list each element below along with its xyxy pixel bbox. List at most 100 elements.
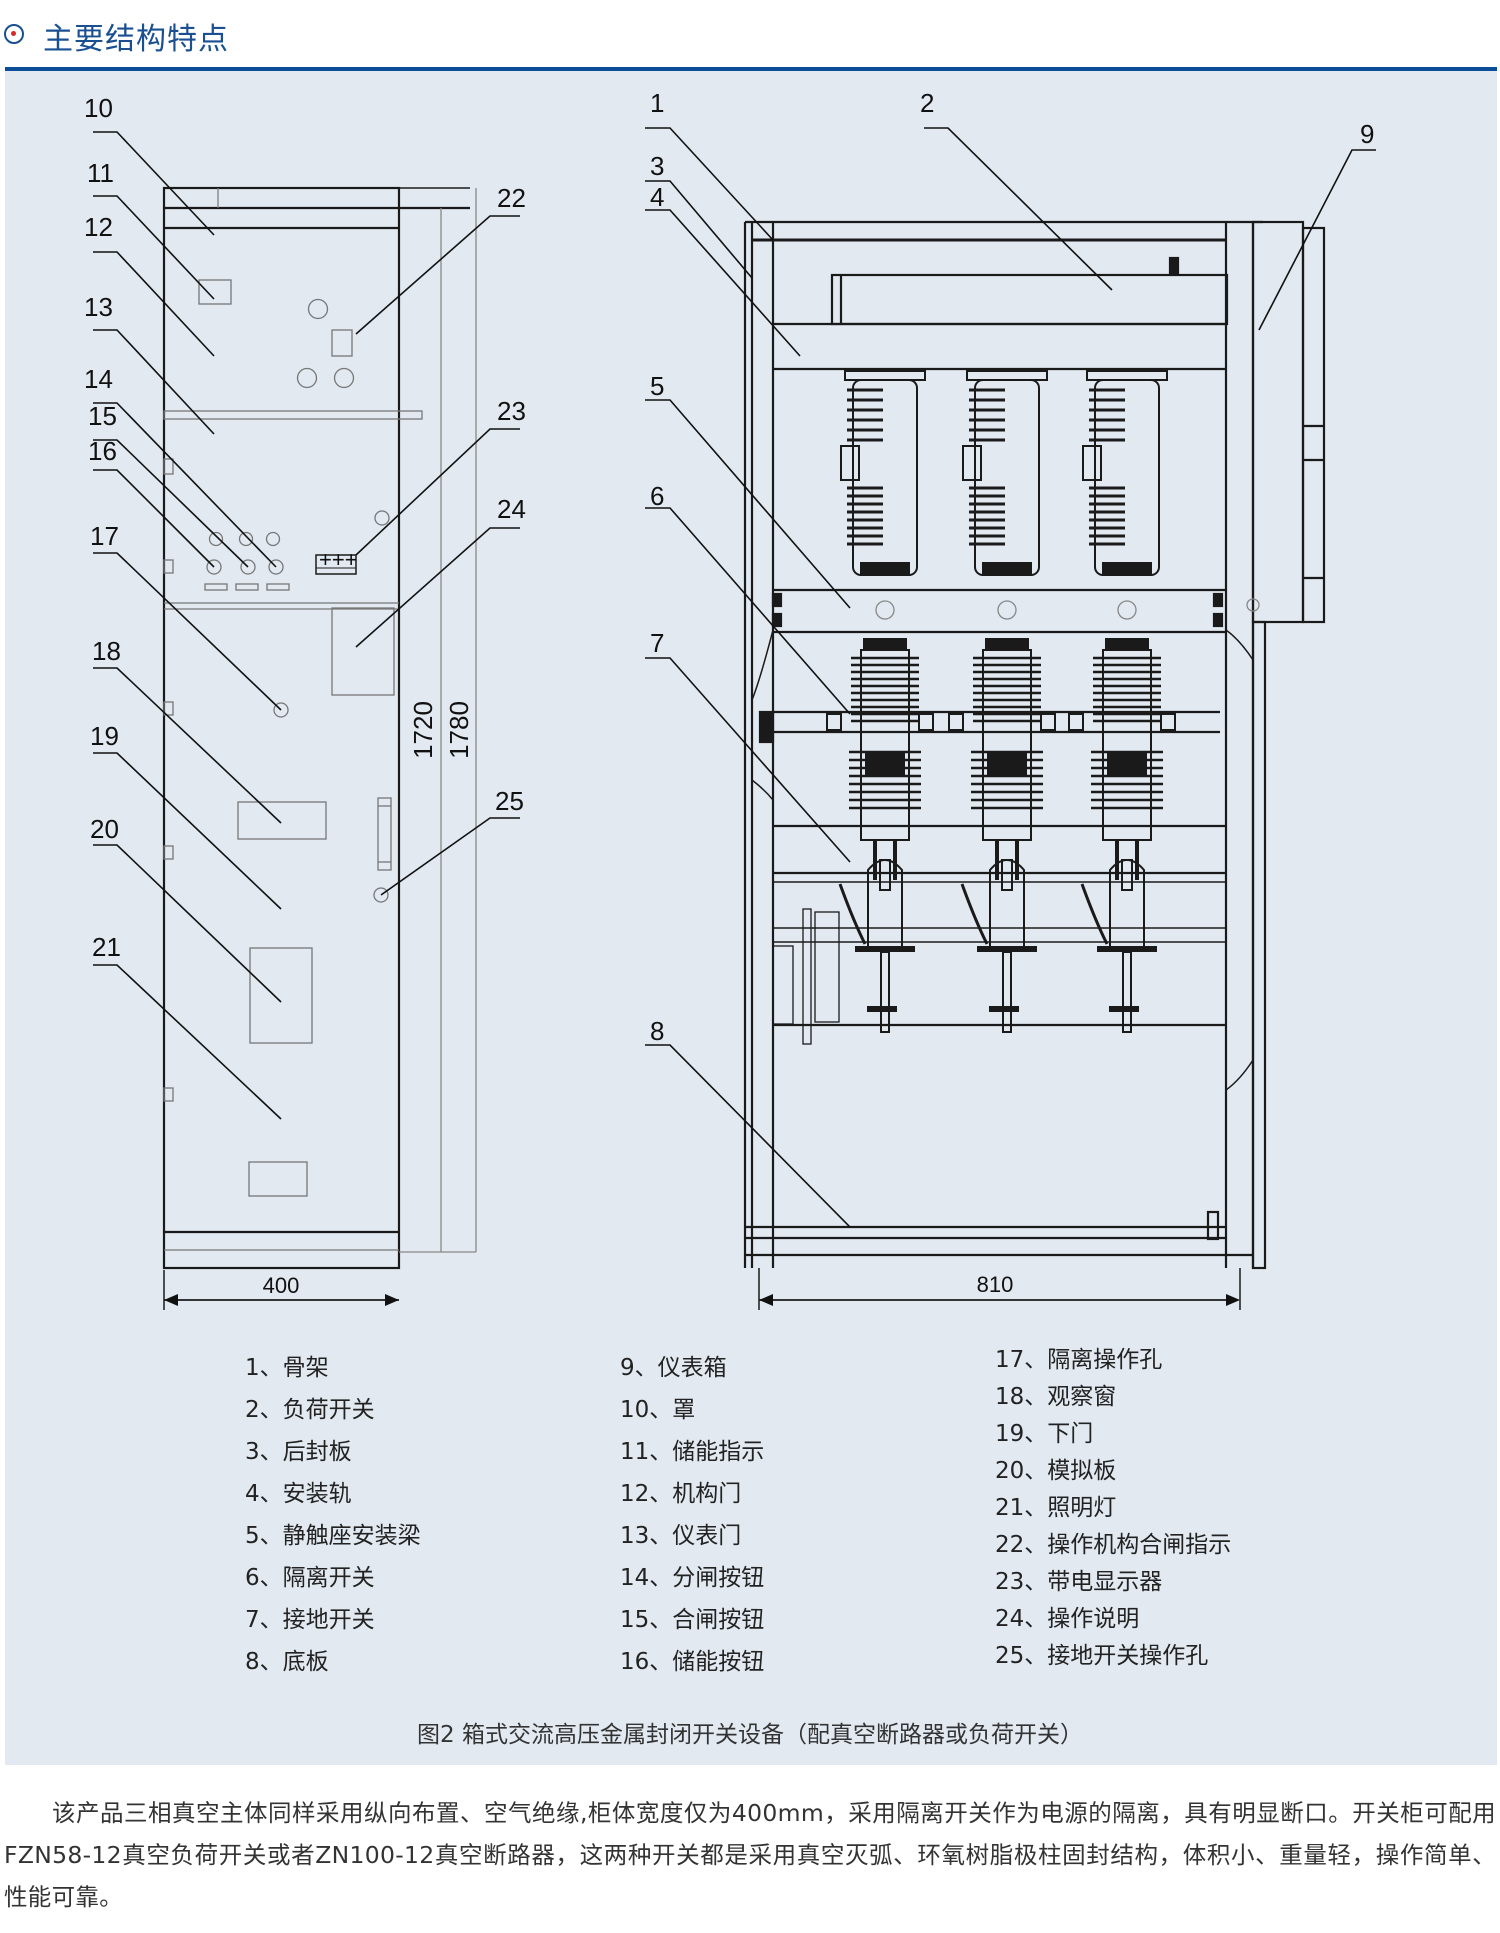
earthing-cable [1080,883,1109,945]
callout-15: 15 [88,401,117,431]
legend-item: 18、观察窗 [995,1384,1117,1410]
beam-hole [875,600,895,620]
left-callout-labels: 10 11 12 13 14 15 16 17 18 19 20 21 22 2… [84,93,526,1298]
callout-11: 11 [87,158,114,188]
earthing-switch-body [1109,859,1145,949]
dim-arrow-left-right [759,1294,773,1306]
legend-item: 7、接地开关 [245,1607,375,1633]
observation-window [237,801,327,840]
callout-5: 5 [650,371,664,401]
energy-storage-button [206,559,222,575]
left-cabinet-frame [162,186,401,1270]
callout-3: 3 [650,151,664,181]
section-title: 主要结构特点 [43,22,229,57]
callout-13: 13 [84,292,113,322]
legend-column-3: 17、隔离操作孔 18、观察窗 19、下门 20、模拟板 21、照明灯 22、操作机构合闸… [995,1342,1231,1682]
earthing-switch-body [867,859,903,949]
height-dim-1720: 1720 [408,701,438,759]
mimic-panel [249,947,313,1044]
operation-instructions [331,607,395,696]
callout-12: 12 [84,212,113,242]
right-side-view [743,220,1326,1310]
callout-8: 8 [650,1016,664,1046]
header-divider [5,67,1497,71]
legend-item: 9、仪表箱 [620,1355,727,1381]
energy-storage-indicator [198,279,232,305]
dim-arrow-right [385,1294,399,1306]
target-bullet-icon [4,24,24,44]
callout-23: 23 [497,396,526,426]
insulator-tab [840,445,860,481]
callout-24: 24 [497,494,526,524]
width-dim-810: 810 [977,1272,1014,1297]
callout-10: 10 [84,93,113,123]
legend-item: 17、隔离操作孔 [995,1347,1163,1373]
legend-item: 21、照明灯 [995,1495,1117,1521]
beam-hole [997,600,1017,620]
beam-hole [1117,600,1137,620]
isolation-switch-insulator [982,649,1032,841]
live-display [315,554,357,575]
load-switch-body [830,273,1229,326]
legend-item: 15、合闸按钮 [620,1607,765,1633]
height-dim-1780: 1780 [444,701,474,759]
earthing-rod [1122,951,1132,1033]
pole-cap [966,370,1048,381]
section-header: 主要结构特点 [0,0,1500,70]
callout-17: 17 [90,521,119,551]
legend-item: 10、罩 [620,1397,696,1423]
callout-1: 1 [650,88,664,118]
shaft-block [918,713,934,731]
lighting-lamp [248,1161,308,1197]
panel-knob [307,298,329,320]
legend-item: 25、接地开关操作孔 [995,1643,1209,1669]
shaft-block [826,713,842,731]
callout-19: 19 [90,721,119,751]
vacuum-poles [826,370,1176,1033]
shaft-block [1068,713,1084,731]
legend-item: 1、骨架 [245,1355,329,1381]
callout-2: 2 [920,88,934,118]
shaft-block [1040,713,1056,731]
right-callout-labels: 1 2 3 4 5 6 7 8 9 810 [650,88,1374,1297]
legend-item: 20、模拟板 [995,1458,1117,1484]
shaft-block [1160,713,1176,731]
legend-item: 2、负荷开关 [245,1397,375,1423]
callout-21: 21 [92,932,121,962]
isolation-operating-hole [273,702,289,718]
isolation-switch-insulator [1102,649,1152,841]
legend-item: 23、带电显示器 [995,1569,1163,1595]
callout-25: 25 [495,786,524,816]
width-dim-400: 400 [263,1273,300,1298]
legend-item: 24、操作说明 [995,1606,1140,1632]
closing-indicator [331,329,353,357]
legend-item: 14、分闸按钮 [620,1565,765,1591]
earthing-cable [838,883,867,945]
earthing-cable [960,883,989,945]
close-button-glyph [240,559,256,575]
legend-item: 13、仪表门 [620,1523,742,1549]
earthing-rod [880,951,890,1033]
earthing-rod [1002,951,1012,1033]
legend-item: 6、隔离开关 [245,1565,375,1591]
legend-item: 22、操作机构合闸指示 [995,1532,1232,1558]
shaft-block [948,713,964,731]
right-leader-lines [645,127,1376,1228]
legend-column-2: 9、仪表箱 10、罩 11、储能指示 12、机构门 13、仪表门 14、分闸按钮 15、合闸… [620,1347,764,1683]
legend-item: 19、下门 [995,1421,1094,1447]
left-front-view [162,186,477,1310]
callout-18: 18 [92,636,121,666]
insulator-tab [1082,445,1102,481]
legend-item: 11、储能指示 [620,1439,765,1465]
callout-4: 4 [650,182,664,212]
legend-item: 8、底板 [245,1649,329,1675]
earthing-switch-body [989,859,1025,949]
legend-item: 16、储能按钮 [620,1649,765,1675]
callout-22: 22 [497,183,526,213]
isolation-switch-insulator [860,649,910,841]
open-button-glyph [268,559,284,575]
legend-item: 12、机构门 [620,1481,742,1507]
earthing-operating-hole [373,887,389,903]
